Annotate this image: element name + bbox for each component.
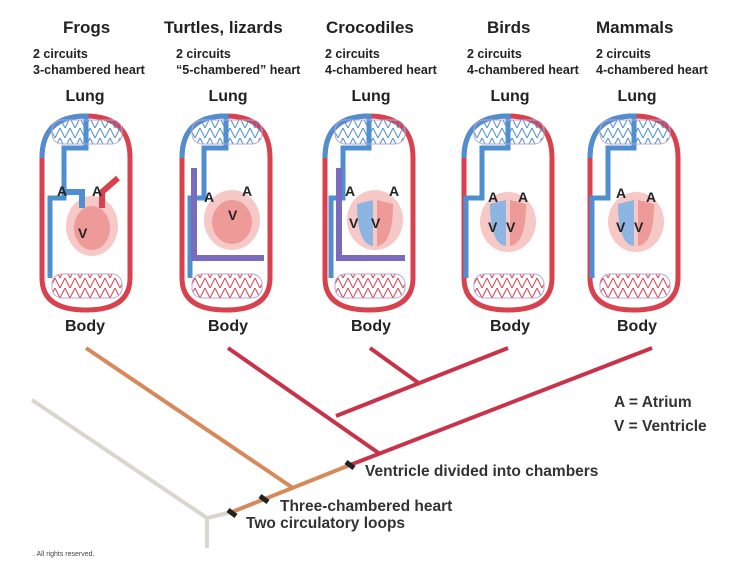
column-subtitle: 2 circuits 4-chambered heart [596,46,708,78]
column-title: Crocodiles [326,18,414,37]
tree-branch-root [206,510,233,520]
column-title: Birds [487,18,531,37]
body-label: Body [351,318,391,335]
circuits-text: 2 circuits [596,47,651,61]
heart-type-text: 3-chambered heart [33,63,145,77]
circulation-diagram-birds: A A V V [461,113,555,313]
tree-marker-two-loops [226,508,238,518]
tree-branch-birds [335,346,509,418]
atrium-label: A [389,183,399,199]
column-subtitle: 2 circuits 3-chambered heart [33,46,145,78]
ventricle-label: V [228,207,238,223]
circulation-diagram-frogs: A A V [39,113,133,313]
heart-type-text: 4-chambered heart [467,63,579,77]
lung-label: Lung [208,88,248,105]
circulation-diagram-crocodiles: A A V V [322,113,416,313]
body-label: Body [208,318,248,335]
heart-type-text: 4-chambered heart [325,63,437,77]
ventricle-label: V [506,219,516,235]
legend-atrium: A = Atrium [614,394,692,411]
circuits-text: 2 circuits [467,47,522,61]
lung-label: Lung [65,88,105,105]
tree-branch-crocodiles [368,346,422,386]
circuits-text: 2 circuits [33,47,88,61]
column-title: Mammals [596,18,674,37]
atrium-label: A [616,185,626,201]
atrium-label: A [488,189,498,205]
circuits-text: 2 circuits [325,47,380,61]
tree-branch-frogs [84,346,295,490]
ventricle-divided-label: Ventricle divided into chambers [365,463,599,480]
circulation-diagram-turtles: A A V [179,113,273,313]
ventricle-label: V [616,219,626,235]
ventricle-label: V [634,219,644,235]
three-chambered-label: Three-chambered heart [280,498,453,515]
atrium-label: A [518,189,528,205]
atrium-label: A [646,189,656,205]
atrium-label: A [242,183,252,199]
atrium-label: A [345,183,355,199]
body-label: Body [617,318,657,335]
circuits-text: 2 circuits [176,47,231,61]
ventricle-label: V [371,215,381,231]
tree-branch-mammals [349,346,653,467]
lung-label: Lung [490,88,530,105]
atrium-label: A [204,189,214,205]
column-subtitle: 2 circuits 4-chambered heart [325,46,437,78]
two-loops-label: Two circulatory loops [246,515,406,532]
ventricle-label: V [488,219,498,235]
legend-ventricle: V = Ventricle [614,418,707,435]
tree-marker-ventricle-divided [344,460,356,470]
column-title: Turtles, lizards [164,18,283,37]
tree-marker-three-chambered [258,494,270,504]
lung-label: Lung [351,88,391,105]
tree-branch-turtles [226,346,382,456]
ventricle-label: V [78,225,88,241]
body-label: Body [490,318,530,335]
atrium-label: A [92,183,102,199]
column-subtitle: 2 circuits “5-chambered” heart [176,46,300,78]
tree-branch-outgroup [30,398,209,548]
heart-type-text: “5-chambered” heart [176,63,301,77]
column-subtitle: 2 circuits 4-chambered heart [467,46,579,78]
heart-type-text: 4-chambered heart [596,63,708,77]
copyright-footer: . All rights reserved. [33,551,95,558]
lung-label: Lung [617,88,657,105]
body-label: Body [65,318,105,335]
atrium-label: A [57,183,67,199]
ventricle-label: V [349,215,359,231]
circulation-diagram-mammals: A A V V [587,113,681,313]
column-title: Frogs [63,18,111,37]
